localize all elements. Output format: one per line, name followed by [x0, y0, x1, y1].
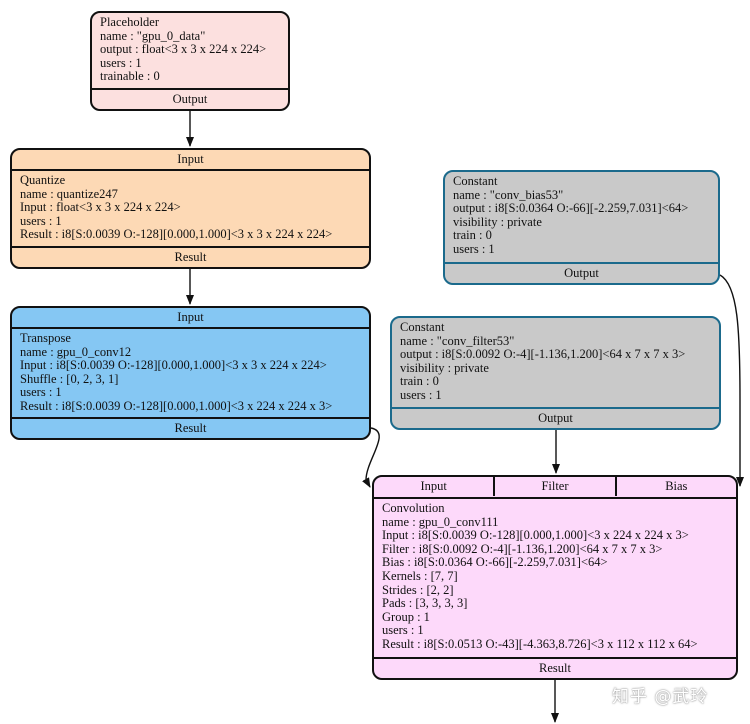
node-body: Constant name : "conv_bias53" output : i…: [445, 172, 718, 261]
node-line: train : 0: [400, 374, 439, 389]
input-port[interactable]: Input: [12, 308, 369, 329]
node-line: output : i8[S:0.0092 O:-4][-1.136,1.200]…: [400, 347, 686, 362]
node-body: Constant name : "conv_filter53" output :…: [392, 318, 719, 407]
filter-port[interactable]: Filter: [495, 477, 617, 496]
node-line: trainable : 0: [100, 69, 160, 84]
output-port[interactable]: Output: [92, 88, 288, 109]
input-ports-row: Input Filter Bias: [374, 477, 736, 499]
node-body: Quantize name : quantize247 Input : floa…: [12, 171, 369, 246]
node-line: Group : 1: [382, 609, 430, 624]
node-line: users : 1: [400, 387, 442, 402]
transpose-node[interactable]: Input Transpose name : gpu_0_conv12 Inpu…: [10, 306, 371, 440]
node-line: Constant: [453, 174, 498, 188]
node-line: name : "gpu_0_data": [100, 28, 206, 43]
node-line: name : "conv_filter53": [400, 333, 515, 348]
output-port[interactable]: Output: [445, 262, 718, 283]
input-port[interactable]: Input: [374, 477, 496, 496]
node-line: users : 1: [382, 623, 424, 638]
edge-bias-to-convolution: [719, 274, 744, 487]
node-body: Placeholder name : "gpu_0_data" output :…: [92, 13, 288, 88]
filter-constant-node[interactable]: Constant name : "conv_filter53" output :…: [390, 316, 721, 430]
node-line: name : gpu_0_conv12: [20, 344, 132, 359]
node-line: Bias : i8[S:0.0364 O:-66][-2.259,7.031]<…: [382, 555, 608, 570]
node-line: name : gpu_0_conv111: [382, 514, 499, 529]
node-line: visibility : private: [400, 360, 489, 375]
node-line: name : quantize247: [20, 186, 118, 201]
output-port[interactable]: Output: [392, 407, 719, 428]
watermark: 知乎 @武玲: [612, 687, 709, 707]
node-line: Result : i8[S:0.0039 O:-128][0.000,1.000…: [20, 398, 333, 413]
result-port[interactable]: Result: [12, 417, 369, 438]
node-line: Input : i8[S:0.0039 O:-128][0.000,1.000]…: [382, 528, 689, 543]
node-line: Filter : i8[S:0.0092 O:-4][-1.136,1.200]…: [382, 541, 663, 556]
node-line: Convolution: [382, 501, 445, 515]
node-line: visibility : private: [453, 214, 542, 229]
bias-constant-node[interactable]: Constant name : "conv_bias53" output : i…: [443, 170, 720, 285]
placeholder-node[interactable]: Placeholder name : "gpu_0_data" output :…: [90, 11, 290, 111]
input-port[interactable]: Input: [12, 150, 369, 171]
node-line: Shuffle : [0, 2, 3, 1]: [20, 371, 119, 386]
node-line: users : 1: [453, 241, 495, 256]
node-line: users : 1: [100, 55, 142, 70]
node-line: Strides : [2, 2]: [382, 582, 454, 597]
node-line: output : i8[S:0.0364 O:-66][-2.259,7.031…: [453, 201, 689, 216]
node-line: Pads : [3, 3, 3, 3]: [382, 596, 468, 611]
node-line: Kernels : [7, 7]: [382, 568, 458, 583]
bias-port[interactable]: Bias: [665, 479, 688, 493]
node-line: Quantize: [20, 173, 66, 187]
node-line: Input : float<3 x 3 x 224 x 224>: [20, 200, 181, 215]
node-line: name : "conv_bias53": [453, 187, 564, 202]
result-port[interactable]: Result: [374, 657, 736, 678]
node-body: Transpose name : gpu_0_conv12 Input : i8…: [12, 329, 369, 418]
node-line: users : 1: [20, 385, 62, 400]
node-line: Placeholder: [100, 15, 160, 29]
convolution-node[interactable]: Input Filter Bias Convolution name : gpu…: [372, 475, 738, 680]
node-line: Result : i8[S:0.0513 O:-43][-4.363,8.726…: [382, 636, 698, 651]
node-line: Result : i8[S:0.0039 O:-128][0.000,1.000…: [20, 227, 333, 242]
node-line: train : 0: [453, 228, 492, 243]
node-line: Input : i8[S:0.0039 O:-128][0.000,1.000]…: [20, 358, 327, 373]
node-line: users : 1: [20, 213, 62, 228]
node-line: Transpose: [20, 331, 71, 345]
node-body: Convolution name : gpu_0_conv111 Input :…: [374, 499, 736, 656]
quantize-node[interactable]: Input Quantize name : quantize247 Input …: [10, 148, 371, 269]
node-line: Constant: [400, 320, 445, 334]
result-port[interactable]: Result: [12, 246, 369, 267]
edge-transpose-to-convolution: [362, 427, 380, 488]
node-line: output : float<3 x 3 x 224 x 224>: [100, 42, 267, 57]
